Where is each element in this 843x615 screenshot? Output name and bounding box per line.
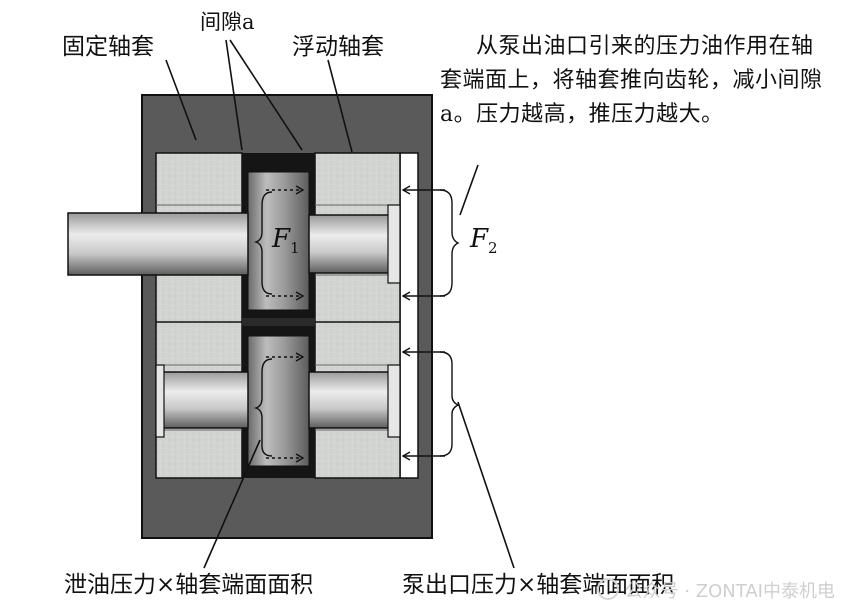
f1-subscript: 1	[290, 239, 300, 258]
drive-shaft	[67, 204, 401, 284]
floating-sleeve-label: 浮动轴套	[292, 34, 384, 60]
f2-subscript: 2	[488, 239, 498, 258]
f1-label: F1	[272, 226, 300, 256]
fixed-sleeve-label: 固定轴套	[62, 34, 154, 60]
watermark-text: 公众号 · ZONTAI中泰机电	[624, 581, 835, 602]
driven-shaft	[155, 364, 401, 438]
floating-sleeve	[314, 152, 401, 479]
pressure-description: 从泵出油口引来的压力油作用在轴套端面上，将轴套推向齿轮，减小间隙a。压力越高，推…	[440, 34, 823, 127]
watermark: 公众号 · ZONTAI中泰机电	[596, 577, 835, 603]
gap-label: 间隙a	[200, 10, 255, 34]
f2-symbol: F	[470, 224, 489, 254]
leak-pressure-label: 泄油压力×轴套端面面积	[64, 572, 314, 598]
leader-lines	[165, 39, 515, 569]
wechat-icon	[596, 578, 619, 600]
f1-symbol: F	[272, 224, 291, 254]
f2-force-indicator	[401, 185, 460, 461]
fixed-sleeve	[155, 152, 243, 479]
f1-force-indicator	[253, 185, 305, 463]
f2-label: F2	[470, 226, 498, 256]
gear-pair	[242, 153, 315, 478]
